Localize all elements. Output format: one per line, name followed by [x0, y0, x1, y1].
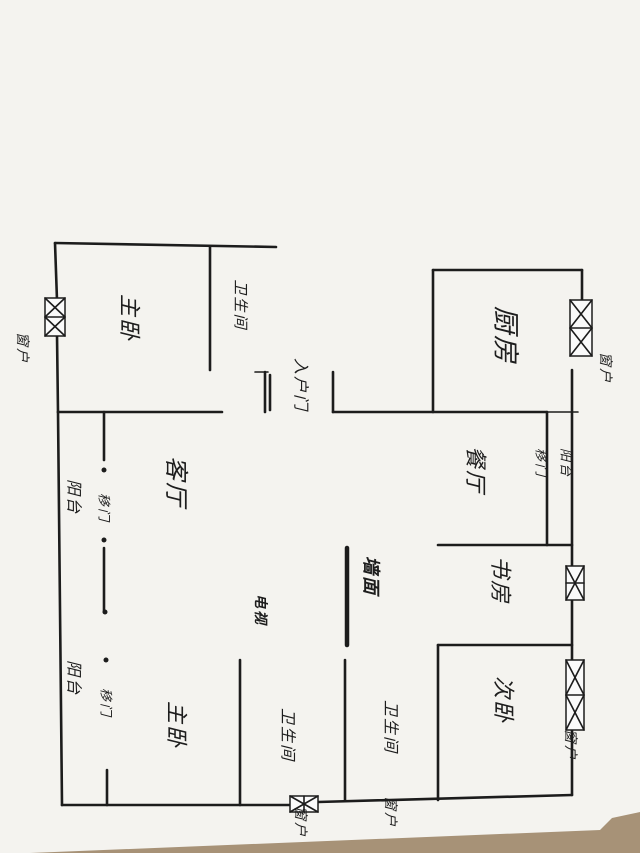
label-second-bedroom: 次卧: [490, 676, 515, 724]
label-entrance-door: 入户门: [292, 358, 311, 412]
label-sliding-door-living: 移门: [96, 493, 111, 523]
walls: [53, 241, 584, 807]
wall-left-upper: [53, 241, 59, 302]
window-study: [565, 565, 585, 601]
label-study: 书房: [487, 556, 512, 604]
label-window-kitchen: 窗户: [597, 352, 613, 384]
label-living-room: 客厅: [162, 456, 190, 510]
label-window-bath-right: 窗户: [382, 796, 398, 828]
label-balcony-bedroom: 阳台: [65, 660, 84, 696]
slide-dot: [102, 609, 108, 615]
label-window-left: 窗户: [14, 332, 30, 364]
label-sliding-door-dining: 移门: [533, 448, 548, 478]
window-secbed: [565, 659, 585, 731]
wall-bottom-right: [316, 793, 574, 804]
label-bathroom-bottom-mid: 卫生间: [279, 708, 298, 762]
label-balcony-dining: 阳台: [558, 448, 573, 478]
label-bathroom-top: 卫生间: [232, 279, 250, 330]
label-master-bedroom-top: 主卧: [116, 294, 141, 342]
sliding-door-dots: [101, 467, 109, 663]
wall-top-left: [53, 241, 278, 249]
label-tv: 电视: [252, 594, 269, 626]
slide-dot: [101, 537, 107, 543]
label-kitchen: 厨房: [490, 306, 521, 364]
label-window-secbed: 窗户: [562, 729, 578, 761]
slide-dot: [101, 467, 107, 473]
label-bathroom-bottom-right: 卫生间: [382, 700, 401, 754]
label-balcony-living: 阳台: [65, 479, 84, 515]
room-labels: 厨房 餐厅 阳台 移门 书房 次卧 墙面 电视 客厅 入户门 主卧 卫生间 阳台…: [14, 279, 613, 838]
slide-dot: [103, 657, 109, 663]
windows: [44, 297, 593, 813]
label-window-bath-mid: 窗户: [292, 806, 308, 838]
label-feature-wall: 墙面: [360, 556, 381, 597]
window-left: [44, 297, 66, 337]
wall-left-long: [56, 410, 64, 807]
window-bath-bottom: [289, 795, 319, 813]
wall-left-lower: [55, 333, 60, 414]
label-master-bedroom-bottom: 主卧: [163, 701, 188, 749]
label-sliding-door-bedroom: 移门: [98, 688, 113, 718]
label-dining: 餐厅: [462, 446, 487, 496]
window-kitchen: [569, 299, 593, 357]
